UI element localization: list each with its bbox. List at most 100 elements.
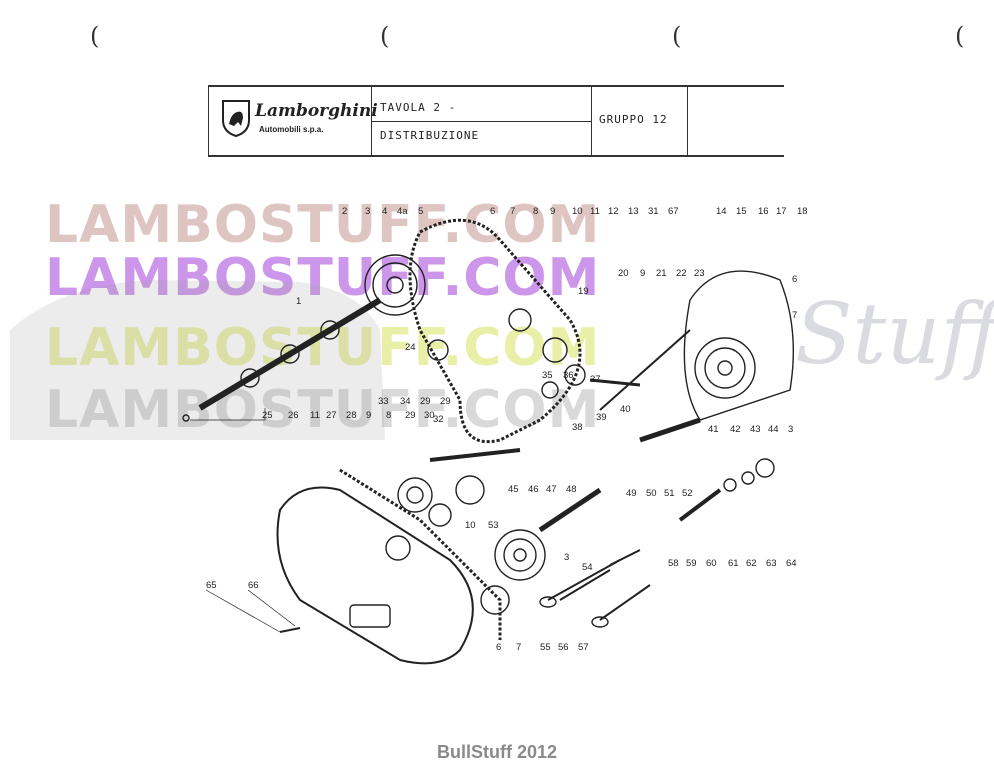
part-number-label: 27 (326, 410, 337, 421)
part-number-label: 32 (433, 414, 444, 425)
part-number-label: 18 (797, 206, 808, 217)
part-number-label: 17 (776, 206, 787, 217)
part-number-label: 57 (578, 642, 589, 653)
part-number-label: 33 (378, 396, 389, 407)
part-number-label: 10 (465, 520, 476, 531)
part-number-label: 54 (582, 562, 593, 573)
part-number-label: 64 (786, 558, 797, 569)
title-block-tavola-cell: TAVOLA 2 - DISTRIBUZIONE (371, 87, 592, 155)
part-number-label: 62 (746, 558, 757, 569)
binder-hole: ( (955, 22, 965, 50)
part-number-label: 22 (676, 268, 687, 279)
title-block-gruppo-cell: GRUPPO 12 (591, 87, 688, 155)
part-number-label: 11 (310, 410, 320, 421)
part-number-label: 58 (668, 558, 679, 569)
part-number-label: 29 (405, 410, 416, 421)
part-number-label: 7 (510, 206, 515, 217)
part-number-label: 7 (792, 310, 797, 321)
watermark-text: LAMBOSTUFF.COM (45, 380, 600, 440)
part-number-label: 28 (346, 410, 357, 421)
part-number-label: 8 (386, 410, 391, 421)
part-number-label: 21 (656, 268, 667, 279)
binder-hole: ( (90, 22, 100, 50)
part-number-label: 40 (620, 404, 631, 415)
part-number-label: 52 (682, 488, 693, 499)
part-number-label: 61 (728, 558, 739, 569)
watermark-text: LAMBOSTUFF.COM (45, 248, 601, 308)
part-number-label: 3 (788, 424, 793, 435)
part-number-label: 31 (648, 206, 659, 217)
part-number-label: 4 (382, 206, 387, 217)
part-number-label: 6 (490, 206, 495, 217)
part-number-label: 35 (542, 370, 553, 381)
part-number-label: 10 (572, 206, 583, 217)
part-number-label: 67 (668, 206, 679, 217)
part-number-label: 60 (706, 558, 717, 569)
brand-subtitle: Automobili s.p.a. (259, 125, 324, 134)
part-number-label: 41 (708, 424, 719, 435)
part-number-label: 14 (716, 206, 727, 217)
part-number-label: 30 (424, 410, 435, 421)
title-block-logo-cell: Lamborghini Automobili s.p.a. (208, 87, 378, 155)
part-number-label: 51 (664, 488, 675, 499)
part-number-label: 55 (540, 642, 551, 653)
part-number-label: 34 (400, 396, 411, 407)
part-number-label: 43 (750, 424, 761, 435)
part-number-label: 47 (546, 484, 557, 495)
part-number-label: 5 (418, 206, 423, 217)
title-block: Lamborghini Automobili s.p.a. TAVOLA 2 -… (208, 85, 784, 157)
part-number-label: 6 (792, 274, 797, 285)
part-number-label: 24 (405, 342, 416, 353)
watermark-text: LAMBOSTUFF.COM (45, 318, 600, 378)
watermark-stuff: Stuff (795, 285, 994, 383)
part-number-label: 26 (288, 410, 299, 421)
part-number-label: 9 (640, 268, 645, 279)
part-number-label: 29 (420, 396, 431, 407)
part-number-label: 48 (566, 484, 577, 495)
part-number-label: 13 (628, 206, 639, 217)
part-number-label: 42 (730, 424, 741, 435)
part-number-label: 49 (626, 488, 637, 499)
part-number-label: 12 (608, 206, 619, 217)
part-number-label: 36 (563, 370, 574, 381)
part-number-label: 8 (533, 206, 538, 217)
bull-shield-icon (222, 100, 250, 138)
part-number-label: 50 (646, 488, 657, 499)
part-number-label: 4a (397, 206, 408, 217)
watermark-text: LAMBOSTUFF.COM (45, 195, 601, 255)
part-number-label: 59 (686, 558, 697, 569)
brand-wordmark: Lamborghini (255, 101, 378, 121)
part-number-label: 1 (296, 296, 301, 307)
part-number-label: 45 (508, 484, 519, 495)
part-number-label: 16 (758, 206, 769, 217)
part-number-label: 9 (550, 206, 555, 217)
binder-hole: ( (672, 22, 682, 50)
part-number-label: 2 (342, 206, 347, 217)
part-number-label: 53 (488, 520, 499, 531)
part-number-label: 15 (736, 206, 747, 217)
gruppo-label: GRUPPO 12 (599, 113, 668, 126)
part-number-label: 19 (578, 286, 589, 297)
part-number-label: 3 (564, 552, 569, 563)
footer-credit: BullStuff 2012 (436, 742, 558, 762)
divider (372, 121, 592, 122)
part-number-label: 38 (572, 422, 583, 433)
part-number-label: 23 (694, 268, 705, 279)
tavola-label: TAVOLA 2 - (380, 101, 457, 114)
part-number-label: 6 (496, 642, 501, 653)
part-number-label: 29 (440, 396, 451, 407)
part-number-label: 9 (366, 410, 371, 421)
binder-hole: ( (380, 22, 390, 50)
part-number-label: 7 (516, 642, 521, 653)
title-block-blank-cell (687, 87, 784, 155)
part-number-label: 37 (590, 374, 601, 385)
part-number-label: 63 (766, 558, 777, 569)
part-number-label: 44 (768, 424, 779, 435)
part-number-label: 46 (528, 484, 539, 495)
part-number-label: 66 (248, 580, 259, 591)
part-number-label: 20 (618, 268, 629, 279)
part-number-label: 65 (206, 580, 217, 591)
part-number-label: 11 (590, 206, 600, 217)
